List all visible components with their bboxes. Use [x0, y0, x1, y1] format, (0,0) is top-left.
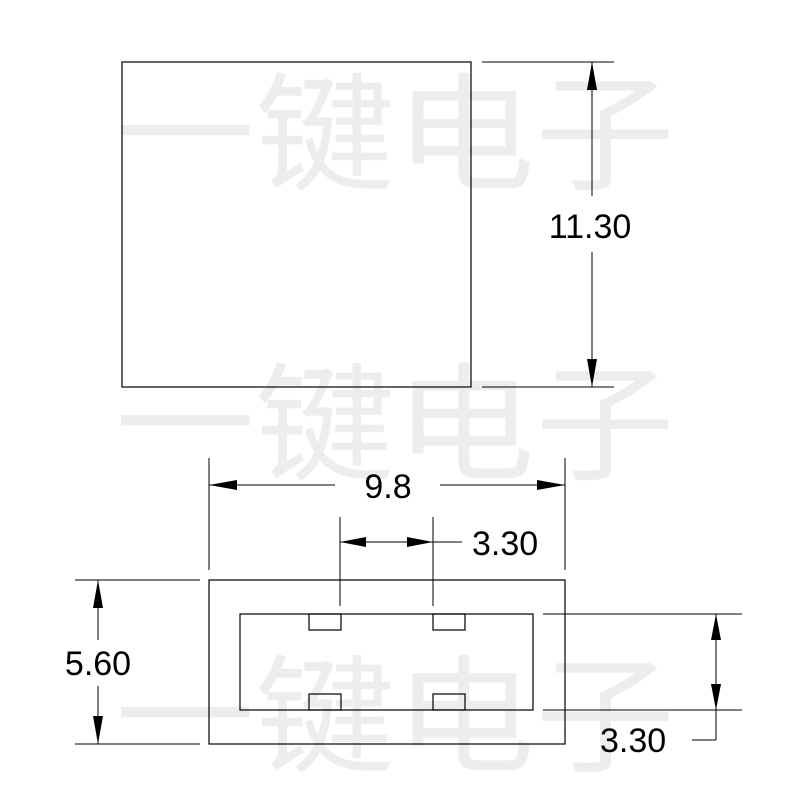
height-arrow-up — [93, 580, 103, 608]
width-arrow-left — [209, 480, 237, 490]
terminal-top-right — [432, 613, 466, 631]
inner-height-arrow-up — [711, 614, 721, 640]
bottom-view-outline — [208, 579, 566, 745]
width-label: 9.8 — [364, 468, 411, 506]
bottom-view: 9.8 3.30 5.60 3.30 — [65, 458, 742, 760]
inner-height-label: 3.30 — [600, 722, 666, 760]
watermark-row-1: 一键电子 — [115, 62, 675, 211]
pad-spacing-arrow-left — [340, 537, 366, 547]
watermark: 一键电子 一键电子 一键电子 — [115, 62, 675, 793]
top-view-height-arrow-down — [587, 359, 597, 387]
watermark-row-3: 一键电子 — [115, 644, 675, 793]
watermark-row-2: 一键电子 — [115, 352, 675, 501]
pad-spacing-label: 3.30 — [472, 525, 538, 563]
top-view-outline — [121, 61, 472, 388]
top-view-height-label: 11.30 — [549, 208, 632, 246]
top-view: 11.30 — [121, 61, 632, 388]
terminal-top-left — [308, 613, 342, 631]
width-arrow-right — [537, 480, 565, 490]
terminal-bottom-left — [308, 693, 342, 711]
height-arrow-down — [93, 716, 103, 744]
pad-spacing-arrow-right — [407, 537, 433, 547]
terminal-bottom-right — [432, 693, 466, 711]
height-label: 5.60 — [65, 645, 131, 683]
inner-height-arrow-down — [711, 684, 721, 710]
bottom-view-inner-recess — [239, 613, 534, 711]
top-view-height-arrow-up — [587, 62, 597, 90]
